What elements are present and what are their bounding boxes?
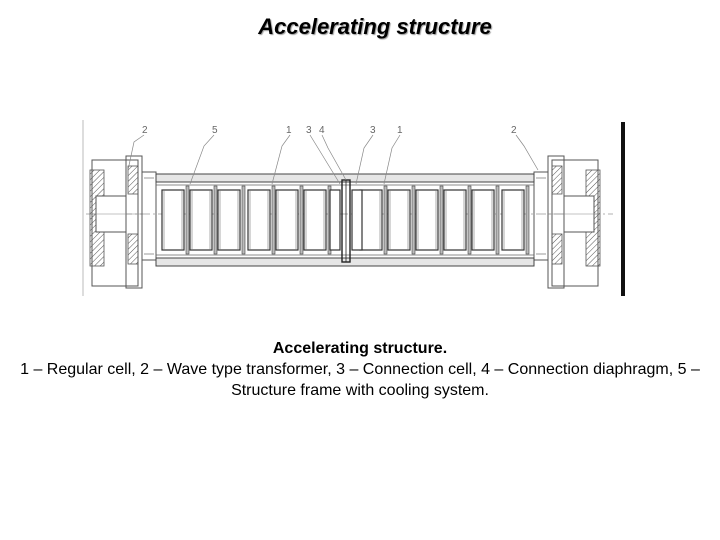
connection-diaphragm	[341, 179, 351, 263]
accelerating-cell	[387, 185, 416, 255]
connection-cell	[329, 189, 341, 251]
callout-label: 1	[397, 125, 403, 136]
figure-caption: Accelerating structure. 1 – Regular cell…	[20, 338, 700, 401]
slide-title: Accelerating structure	[258, 14, 492, 39]
accelerating-cell	[247, 185, 276, 255]
right-scale-bar	[621, 122, 625, 296]
accelerating-cell	[443, 185, 472, 255]
accelerating-cell	[359, 185, 388, 255]
callout-label: 1	[286, 125, 292, 136]
accelerating-cell	[217, 185, 246, 255]
accelerating-cell	[415, 185, 444, 255]
accelerating-cell	[471, 185, 500, 255]
right-flange	[533, 155, 601, 289]
callout-leaders	[127, 134, 539, 185]
accelerating-cell	[161, 185, 190, 255]
connection-cell	[351, 189, 363, 251]
accelerating-structure-drawing: 2 5 1 3 4 3 1 2	[82, 120, 625, 296]
callout-label: 5	[212, 125, 218, 136]
cell-row	[161, 185, 530, 255]
accelerating-cell	[501, 185, 530, 255]
callout-label: 2	[142, 125, 148, 136]
callout-label: 3	[306, 125, 312, 136]
accelerating-cell	[303, 185, 332, 255]
caption-body: 1 – Regular cell, 2 – Wave type transfor…	[20, 361, 700, 399]
caption-title: Accelerating structure.	[272, 340, 448, 357]
callout-label: 3	[370, 125, 376, 136]
accelerating-cell	[275, 185, 304, 255]
callout-label: 4	[319, 125, 325, 136]
callout-label: 2	[511, 125, 517, 136]
accelerating-cell	[189, 185, 218, 255]
left-flange	[89, 155, 157, 289]
